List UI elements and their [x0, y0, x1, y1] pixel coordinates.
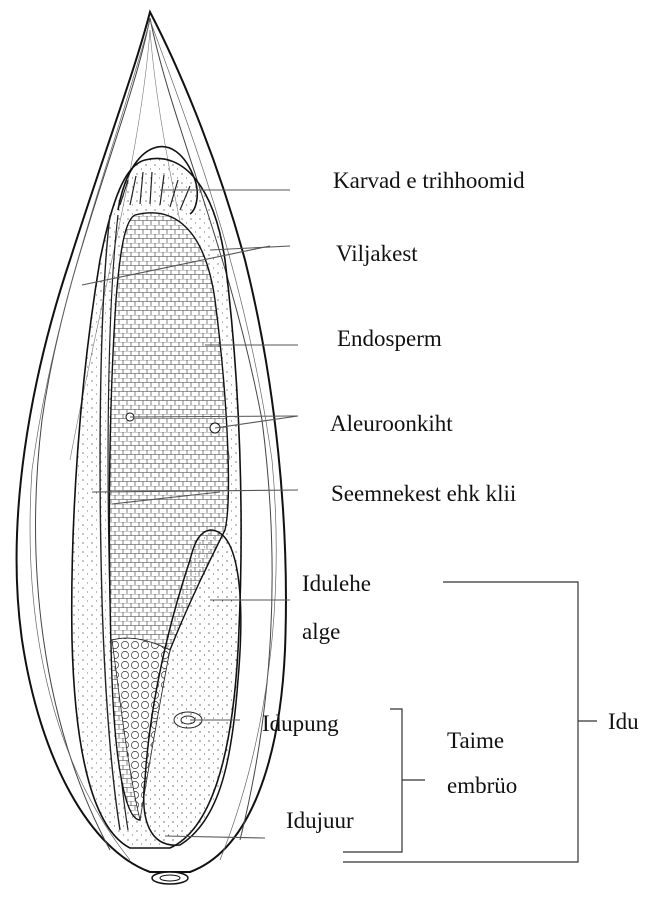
label-idu: Idu — [608, 710, 639, 733]
label-idulehe-line1: Idulehe — [302, 572, 371, 595]
label-idulehe-line2: alge — [302, 620, 340, 643]
brackets — [343, 582, 597, 862]
label-seemnekest: Seemnekest ehk klii — [331, 482, 516, 505]
label-taime-line2: embrüo — [447, 774, 517, 797]
label-idujuur: Idujuur — [286, 809, 354, 832]
label-idupung: Idupung — [262, 712, 339, 735]
label-taime-line1: Taime — [447, 729, 504, 752]
label-aleuroonkiht: Aleuroonkiht — [330, 412, 453, 435]
label-viljakest: Viljakest — [336, 242, 418, 265]
label-karvad: Karvad e trihhoomid — [333, 169, 525, 192]
label-endosperm: Endosperm — [337, 327, 442, 350]
stalk-base — [152, 872, 188, 884]
bracket-idu — [343, 582, 578, 862]
